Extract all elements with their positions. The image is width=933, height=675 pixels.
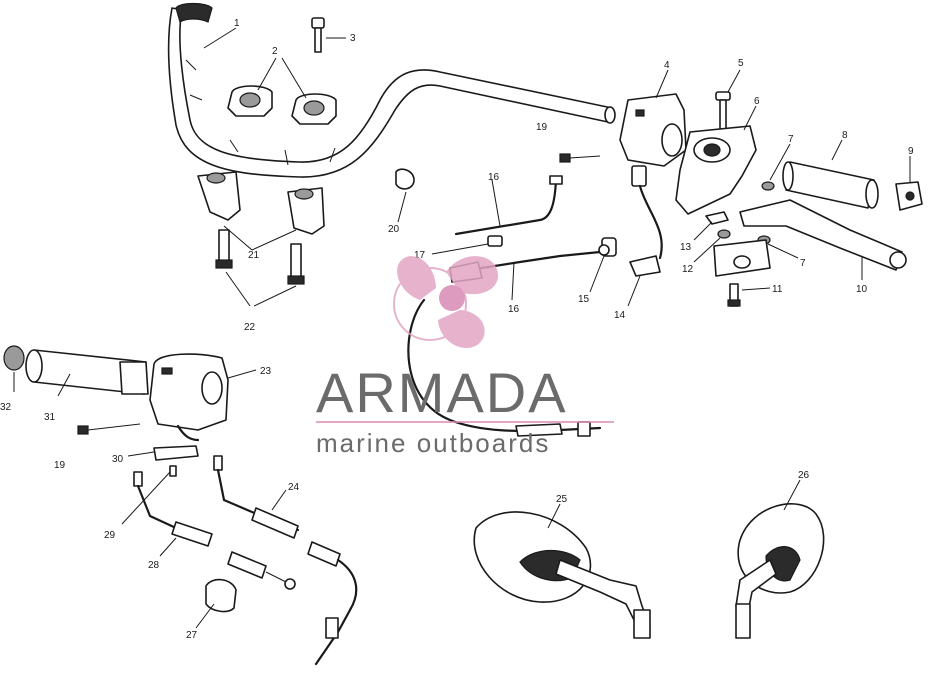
label-5: 5	[738, 58, 744, 69]
label-1: 1	[234, 18, 240, 29]
handlebar-riser	[197, 171, 325, 235]
cable-fitting	[227, 551, 296, 590]
brake-lever	[739, 199, 907, 271]
right-grip	[782, 161, 879, 209]
label-16a: 16	[488, 172, 500, 183]
spacer	[705, 211, 731, 239]
left-switch-housing	[149, 353, 229, 442]
callout-labels: 1 2 3 4 5 6 7 8 9 7 10 11 12 13 14 15 16…	[0, 18, 914, 641]
label-24: 24	[288, 482, 300, 493]
label-2: 2	[272, 46, 278, 57]
handlebar	[167, 2, 616, 178]
bar-end-weight	[895, 181, 923, 211]
starter-cable	[213, 455, 300, 539]
label-11: 11	[772, 284, 783, 295]
label-22: 22	[244, 322, 256, 333]
propeller-logo	[393, 256, 499, 348]
handlebar-clamp-top	[227, 85, 337, 125]
label-6: 6	[754, 96, 760, 107]
left-grip	[25, 349, 149, 395]
watermark-tagline: marine outboards	[316, 428, 550, 458]
switch-wire	[629, 165, 663, 277]
mirror-right	[735, 503, 825, 639]
label-14: 14	[614, 310, 626, 321]
watermark-brand: ARMADA	[316, 361, 568, 424]
label-25: 25	[556, 494, 568, 505]
label-16b: 16	[508, 304, 520, 315]
label-27: 27	[186, 630, 198, 641]
clamp-bolt	[311, 17, 325, 53]
left-bar-end	[3, 345, 25, 371]
cable-clamp	[205, 578, 237, 613]
housing-screw	[77, 153, 601, 435]
label-23: 23	[260, 366, 272, 377]
label-4: 4	[664, 60, 670, 71]
label-30: 30	[112, 454, 124, 465]
label-9: 9	[908, 146, 914, 157]
switch-bracket	[153, 445, 199, 461]
master-cylinder-bolt	[715, 91, 731, 133]
label-17: 17	[414, 250, 426, 261]
right-switch-housing	[619, 93, 687, 167]
cable-clip	[395, 168, 415, 190]
label-12: 12	[682, 264, 694, 275]
choke-cable	[133, 465, 213, 547]
label-7a: 7	[788, 134, 794, 145]
label-7b: 7	[800, 258, 806, 269]
mirror-left	[473, 511, 651, 639]
label-26: 26	[798, 470, 810, 481]
label-28: 28	[148, 560, 160, 571]
label-8: 8	[842, 130, 848, 141]
label-13: 13	[680, 242, 692, 253]
label-3: 3	[350, 33, 356, 44]
label-10: 10	[856, 284, 868, 295]
label-19b: 19	[54, 460, 66, 471]
watermark: ARMADA marine outboards	[316, 256, 614, 458]
label-29: 29	[104, 530, 116, 541]
label-32: 32	[0, 402, 12, 413]
label-31: 31	[44, 412, 56, 423]
label-21: 21	[248, 250, 260, 261]
throttle-cable-lower	[307, 541, 358, 666]
leader-lines	[13, 27, 911, 629]
label-19a: 19	[536, 122, 548, 133]
label-20: 20	[388, 224, 400, 235]
lever-perch	[675, 125, 757, 215]
riser-bolt	[215, 229, 305, 285]
lever-clamp	[713, 239, 771, 307]
label-15: 15	[578, 294, 590, 305]
